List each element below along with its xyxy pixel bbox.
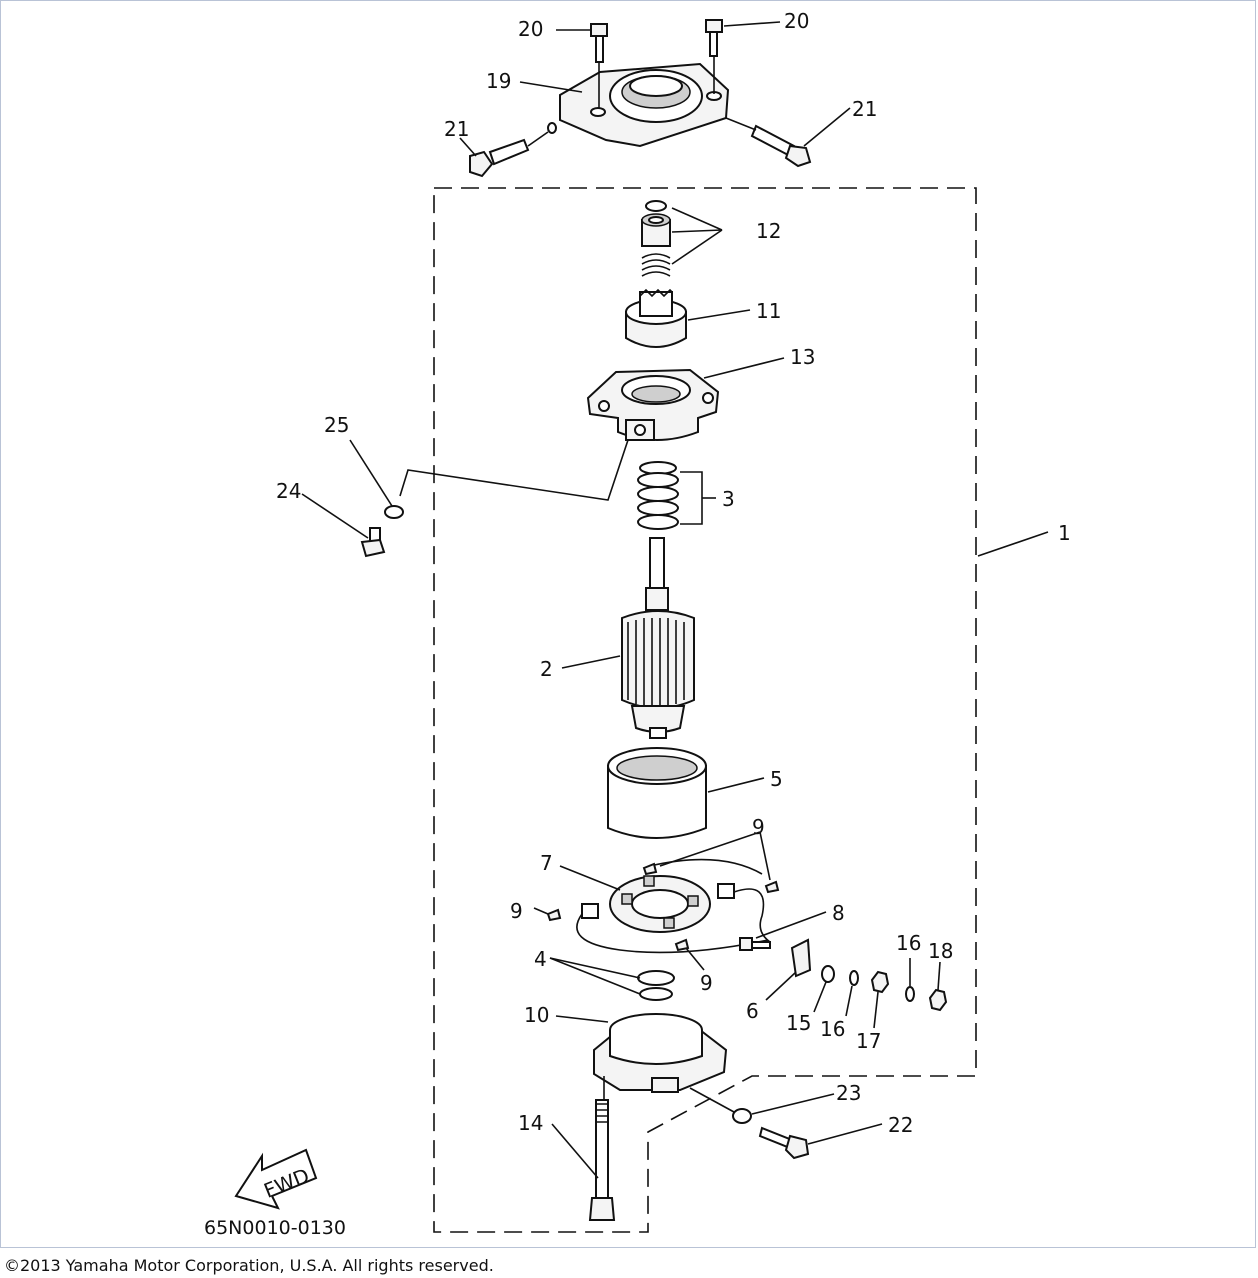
washer-25 bbox=[384, 505, 404, 519]
front-cover-part bbox=[586, 368, 720, 441]
callout-14: 14 bbox=[518, 1111, 543, 1135]
callout-5: 5 bbox=[770, 767, 783, 791]
callout-1: 1 bbox=[1058, 521, 1071, 545]
callout-21-left: 21 bbox=[444, 117, 469, 141]
callout-25: 25 bbox=[324, 413, 349, 437]
callout-4: 4 bbox=[534, 947, 547, 971]
callout-9-top: 9 bbox=[752, 815, 765, 839]
callout-16-right: 16 bbox=[896, 931, 921, 955]
screw-9-bottom bbox=[674, 938, 690, 952]
callout-2: 2 bbox=[540, 657, 553, 681]
spring-washer-16-right bbox=[905, 986, 915, 1002]
callout-15: 15 bbox=[786, 1011, 811, 1035]
leader-lines bbox=[301, 21, 1049, 1179]
washer-15 bbox=[821, 965, 835, 983]
callout-20-left: 20 bbox=[518, 17, 543, 41]
pinion-spring-set-part bbox=[641, 200, 671, 277]
callout-21-right: 21 bbox=[852, 97, 877, 121]
callout-9-left: 9 bbox=[510, 899, 523, 923]
callout-13: 13 bbox=[790, 345, 815, 369]
callout-24: 24 bbox=[276, 479, 301, 503]
callout-22: 22 bbox=[888, 1113, 913, 1137]
bolt-20-left bbox=[590, 23, 608, 108]
top-bracket-part bbox=[547, 62, 730, 148]
callout-9-bottom: 9 bbox=[700, 971, 713, 995]
fwd-arrow-icon: FWD bbox=[234, 1148, 318, 1210]
washer-set-4-part bbox=[637, 970, 675, 1001]
callout-17: 17 bbox=[856, 1029, 881, 1053]
brush-holder-part bbox=[576, 858, 771, 954]
callout-20-right: 20 bbox=[784, 9, 809, 33]
callout-3: 3 bbox=[722, 487, 735, 511]
callout-7: 7 bbox=[540, 851, 553, 875]
armature-part bbox=[621, 537, 695, 739]
nut-18 bbox=[928, 988, 948, 1012]
thrust-washer-stack-part bbox=[637, 461, 679, 530]
bolt-21-right bbox=[725, 117, 812, 168]
insulator-plate-part bbox=[790, 938, 812, 978]
screw-9-right bbox=[764, 880, 780, 894]
pinion-drive-part bbox=[625, 288, 687, 348]
spring-washer-16-left bbox=[849, 970, 859, 986]
callout-19: 19 bbox=[486, 69, 511, 93]
screw-9-top bbox=[642, 862, 658, 876]
callout-12: 12 bbox=[756, 219, 781, 243]
nut-17 bbox=[870, 970, 890, 994]
assembly-boundary bbox=[433, 187, 977, 1233]
copyright-notice: ©2013 Yamaha Motor Corporation, U.S.A. A… bbox=[4, 1256, 494, 1275]
callout-10: 10 bbox=[524, 1003, 549, 1027]
bolt-22 bbox=[758, 1126, 810, 1160]
bolt-20-right bbox=[705, 19, 723, 94]
diagram-code: 65N0010-0130 bbox=[204, 1217, 346, 1239]
callout-11: 11 bbox=[756, 299, 781, 323]
callout-6: 6 bbox=[746, 999, 759, 1023]
parts-diagram: FWD 20 20 19 21 21 12 11 13 25 24 3 1 2 … bbox=[204, 9, 1071, 1239]
callout-23: 23 bbox=[836, 1081, 861, 1105]
through-bolt-part bbox=[588, 1099, 616, 1221]
terminal-bolt-part bbox=[739, 937, 771, 951]
washer-23 bbox=[732, 1108, 752, 1124]
screw-9-left bbox=[546, 908, 562, 922]
callout-16-left: 16 bbox=[820, 1017, 845, 1041]
callout-8: 8 bbox=[832, 901, 845, 925]
rear-cover-part bbox=[593, 1013, 728, 1093]
yoke-part bbox=[607, 747, 707, 839]
bolt-24 bbox=[360, 527, 386, 558]
callout-18: 18 bbox=[928, 939, 953, 963]
bolt-21-left bbox=[469, 131, 549, 178]
